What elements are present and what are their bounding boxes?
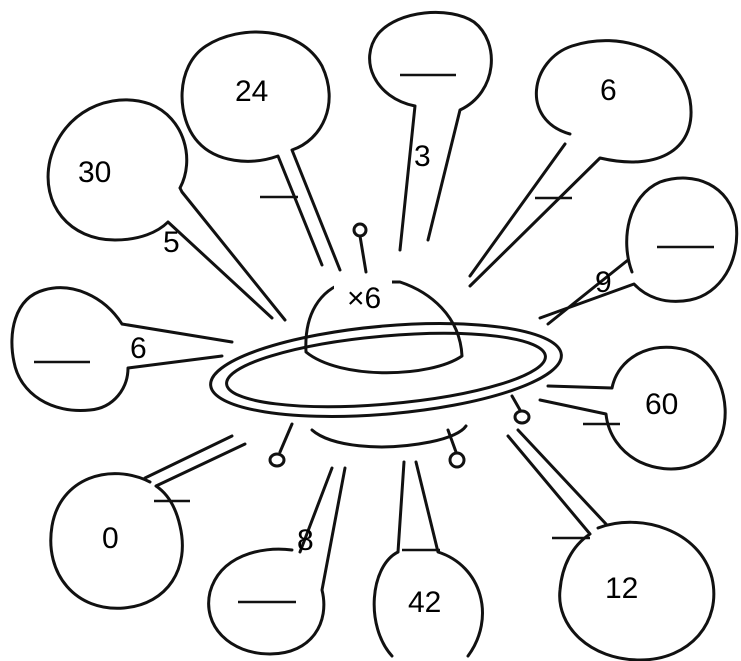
ufo-underside [310, 424, 468, 449]
bubble-24: 24 [180, 30, 342, 272]
ufo-leg [446, 428, 458, 454]
bubble-label: 0 [102, 522, 119, 555]
ufo-foot [268, 452, 286, 468]
bubble-left-blank [10, 286, 234, 413]
factor-label: 8 [297, 524, 314, 557]
bubble-label: 60 [645, 388, 678, 421]
ufo-icon [209, 222, 563, 469]
factor-label: 3 [414, 140, 431, 173]
bubble-12: 12 [506, 428, 716, 661]
factor-label: 9 [595, 266, 612, 299]
bubble-top-blank [368, 10, 493, 252]
ufo-ring-inner [225, 331, 547, 409]
operator-label: ×6 [347, 282, 381, 315]
ufo-ring-outer [209, 322, 563, 418]
ufo-leg [278, 422, 294, 454]
ufo-foot [448, 451, 466, 469]
ufo-foot [513, 409, 531, 425]
antenna [358, 234, 368, 274]
operator-label-bg [334, 275, 392, 319]
bubble-label: 6 [600, 74, 617, 107]
bubble-label: 42 [408, 586, 441, 619]
factor-label: 5 [163, 226, 180, 259]
bubble-0: 0 [49, 434, 247, 610]
bubble-42: 42 [372, 460, 484, 658]
bubble-right-blank [538, 176, 739, 326]
bubble-6: 6 [468, 39, 693, 288]
factor-label: 6 [130, 332, 147, 365]
bubble-label: 30 [78, 156, 111, 189]
bubble-label: 12 [605, 572, 638, 605]
bubble-60: 60 [538, 345, 727, 471]
bubble-label: 24 [235, 75, 268, 108]
bubble-bottom-left-blank [207, 466, 347, 656]
bubble-30: 30 [46, 98, 287, 322]
ufo-dome [304, 280, 464, 375]
antenna-tip [352, 222, 368, 238]
ufo-leg [510, 394, 522, 412]
